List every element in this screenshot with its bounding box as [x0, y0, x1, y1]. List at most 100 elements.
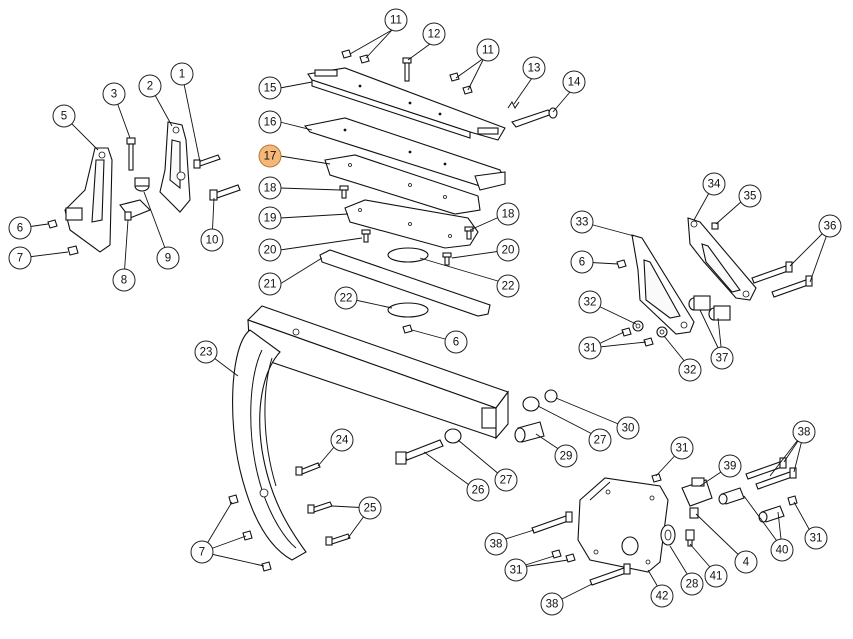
callout-12[interactable]: 12	[422, 22, 446, 46]
callout-circle	[588, 428, 612, 452]
callout-18[interactable]: 18	[496, 202, 520, 226]
callout-39[interactable]: 39	[718, 454, 742, 478]
callout-label: 22	[340, 293, 353, 305]
callout-35[interactable]: 35	[738, 184, 762, 208]
callout-38[interactable]: 38	[540, 592, 564, 616]
frame-23	[232, 305, 509, 561]
callout-24[interactable]: 24	[330, 428, 354, 452]
callout-circle	[496, 274, 520, 298]
callout-40[interactable]: 40	[770, 538, 794, 562]
callout-circle	[8, 216, 32, 240]
callout-label: 8	[121, 275, 127, 287]
callout-circle	[138, 74, 162, 98]
callout-15[interactable]: 15	[258, 76, 282, 100]
bushing-37	[688, 295, 731, 321]
callout-32[interactable]: 32	[578, 290, 602, 314]
callout-22[interactable]: 22	[496, 274, 520, 298]
callout-circle	[738, 184, 762, 208]
callout-label: 6	[17, 223, 23, 235]
callout-42[interactable]: 42	[650, 584, 674, 608]
callout-10[interactable]: 10	[200, 228, 224, 252]
leader-lines	[19, 29, 831, 605]
callout-17-highlighted[interactable]: 17	[258, 144, 282, 168]
callout-label: 28	[686, 579, 699, 591]
plate-42	[577, 477, 669, 573]
callout-28[interactable]: 28	[680, 572, 704, 596]
bracket-2	[159, 121, 191, 213]
callout-label: 13	[528, 63, 541, 75]
callout-label: 29	[560, 451, 573, 463]
plate-19	[344, 199, 479, 249]
callout-31[interactable]: 31	[804, 526, 828, 550]
callout-6[interactable]: 6	[570, 250, 594, 274]
callout-38[interactable]: 38	[792, 420, 816, 444]
callout-label: 9	[165, 253, 171, 265]
callout-20[interactable]: 20	[258, 238, 282, 262]
nut-7-frame	[228, 494, 272, 572]
callout-23[interactable]: 23	[194, 340, 218, 364]
clamp-8	[119, 199, 151, 221]
callout-22[interactable]: 22	[334, 286, 358, 310]
callout-circle	[678, 358, 702, 382]
callout-11[interactable]: 11	[476, 38, 500, 62]
callout-13[interactable]: 13	[522, 56, 546, 80]
callout-36[interactable]: 36	[818, 214, 842, 238]
callout-circle	[102, 82, 126, 106]
callout-25[interactable]: 25	[358, 496, 382, 520]
nut-11-left	[341, 49, 370, 64]
callout-37[interactable]: 37	[710, 346, 734, 370]
bolt-36	[751, 261, 813, 298]
callout-3[interactable]: 3	[102, 82, 126, 106]
callout-38[interactable]: 38	[484, 532, 508, 556]
callout-8[interactable]: 8	[112, 268, 136, 292]
callout-5[interactable]: 5	[52, 104, 76, 128]
callout-21[interactable]: 21	[258, 272, 282, 296]
pin-13	[507, 101, 520, 109]
callout-14[interactable]: 14	[562, 70, 586, 94]
callout-label: 33	[576, 217, 589, 229]
callout-27[interactable]: 27	[494, 468, 518, 492]
callout-16[interactable]: 16	[258, 110, 282, 134]
callout-9[interactable]: 9	[156, 246, 180, 270]
callout-26[interactable]: 26	[466, 478, 490, 502]
callout-6[interactable]: 6	[444, 330, 468, 354]
callout-circle	[200, 228, 224, 252]
nut-6-left	[47, 219, 58, 229]
callout-label: 21	[264, 279, 277, 291]
callout-19[interactable]: 19	[258, 206, 282, 230]
callout-circle	[170, 62, 194, 86]
callout-circle	[496, 202, 520, 226]
pin-14	[511, 107, 558, 128]
callout-30[interactable]: 30	[616, 416, 640, 440]
callout-20[interactable]: 20	[496, 238, 520, 262]
callout-circle	[710, 346, 734, 370]
callout-18[interactable]: 18	[258, 176, 282, 200]
callout-circle	[330, 428, 354, 452]
callout-4[interactable]: 4	[734, 550, 758, 574]
bushing-27	[444, 396, 540, 444]
callout-7[interactable]: 7	[8, 246, 32, 270]
callout-29[interactable]: 29	[554, 444, 578, 468]
callout-31[interactable]: 31	[578, 336, 602, 360]
callout-33[interactable]: 33	[570, 210, 594, 234]
callout-label: 42	[656, 591, 669, 603]
callout-27[interactable]: 27	[588, 428, 612, 452]
callout-41[interactable]: 41	[704, 564, 728, 588]
callout-2[interactable]: 2	[138, 74, 162, 98]
callout-32[interactable]: 32	[678, 358, 702, 382]
callout-label: 34	[708, 179, 721, 191]
callout-31[interactable]: 31	[670, 436, 694, 460]
callout-7[interactable]: 7	[190, 540, 214, 564]
callout-31[interactable]: 31	[504, 558, 528, 582]
callout-6[interactable]: 6	[8, 216, 32, 240]
callout-circle	[704, 564, 728, 588]
plate-16	[303, 117, 506, 191]
bolt-18-a	[339, 185, 349, 199]
callout-1[interactable]: 1	[170, 62, 194, 86]
callout-circle	[522, 56, 546, 80]
callout-label: 38	[490, 539, 503, 551]
callout-11[interactable]: 11	[384, 8, 408, 32]
callout-34[interactable]: 34	[702, 172, 726, 196]
callout-circle	[792, 420, 816, 444]
bolt-20-a	[361, 229, 371, 243]
